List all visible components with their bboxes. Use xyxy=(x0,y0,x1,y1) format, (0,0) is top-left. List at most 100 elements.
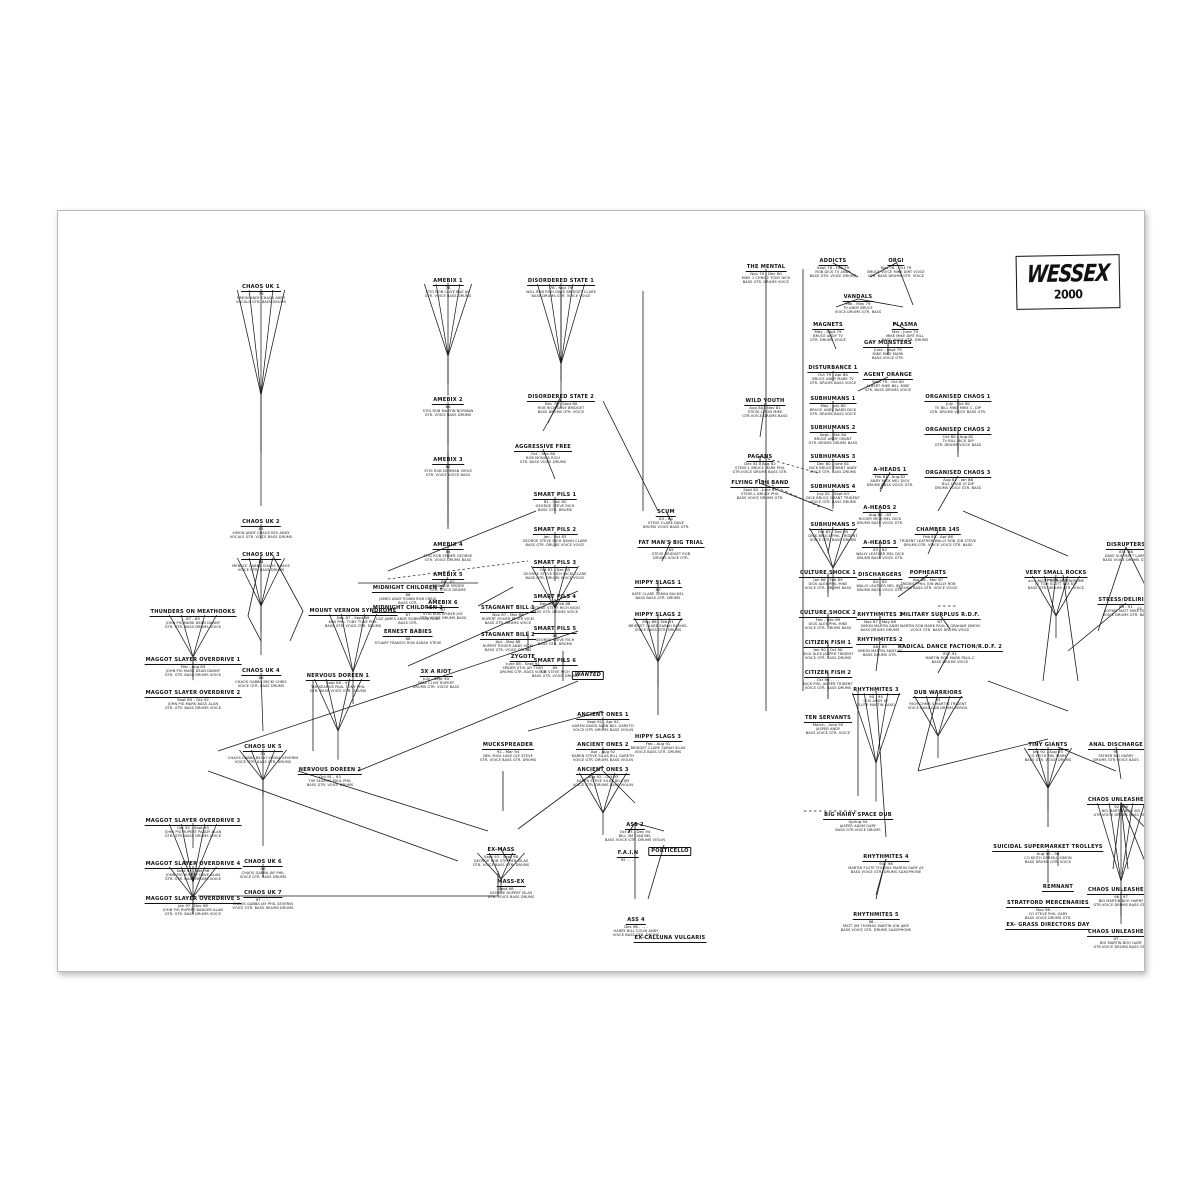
band-members: BRUCE ANDY WARD DICK xyxy=(809,407,857,412)
band-roles: VOICE BASS,DUB DRUMS PERCN. xyxy=(907,705,969,710)
band-members: STEVE-L BRUCE PHIL xyxy=(740,491,780,496)
band-dates: Feb - Dec 89 xyxy=(815,617,841,623)
band-dates: 89 xyxy=(552,665,558,671)
member-fan-line xyxy=(657,617,682,663)
band-dates: 78 xyxy=(445,285,451,291)
band-members: MENACE GABBA CHAOS CHAOS xyxy=(232,563,290,568)
band-roles: BASS VOICE GTR. DRUMS SAXOPHONE xyxy=(850,869,922,874)
band-members: ROB DICK TV ANDY xyxy=(815,269,851,274)
band-dates: Nov 79 - Dec 80 xyxy=(750,271,782,277)
band-dates: 97 . . . . xyxy=(255,897,271,903)
member-fan-line xyxy=(325,678,339,732)
band-members: BRUCE ANDY TV xyxy=(813,333,843,338)
band-dates: Jan 97 - Dec 98 xyxy=(178,903,208,909)
band-name: STAGNANT BILL 2 xyxy=(480,632,536,640)
band-name: DISCHARGERS xyxy=(857,572,903,580)
band-dates: 87 - 89 xyxy=(186,616,200,622)
band-name: ANCIENT ONES 3 xyxy=(576,767,630,775)
band-name: PAGANS xyxy=(746,454,774,462)
band-dates: Sept 78 - Feb 79 xyxy=(817,265,849,271)
band-name: RHYTHMITES 1 xyxy=(856,612,904,620)
band-roles: DRUMS BASS VOICE GTR. xyxy=(856,520,904,525)
member-fan-line xyxy=(260,557,285,607)
band-members: MIKE 1 CHRIS2 TONY DICK xyxy=(741,275,791,280)
member-fan-line xyxy=(937,695,951,737)
member-fan-line xyxy=(435,283,449,357)
band-roles: VOICE BASS GTR. DRUMS xyxy=(612,932,660,937)
band-dates: Feb 86 - 89 xyxy=(1045,577,1067,583)
band-dates: Sept 82 - June 83 xyxy=(743,487,777,493)
band-members: STEVE CLARE DAVE xyxy=(648,520,684,525)
member-fan-line xyxy=(352,613,366,673)
band-name: HIPPY SLAGS 3 xyxy=(633,734,683,742)
band-dates: 94 - 98 xyxy=(879,861,893,867)
band-name: SCUM xyxy=(656,509,676,517)
band-dates: June 88 - Sept 91 xyxy=(506,661,540,667)
band-roles: BASS VOICE DRUMS GTR. xyxy=(736,495,784,500)
band-roles: BASS GTR. DRUMS VOICE xyxy=(742,279,790,284)
band-dates: Sept 89 - Oct 92 xyxy=(177,697,209,703)
member-fan-line xyxy=(237,557,262,607)
band-members: CO KEITH MEL MARK xyxy=(1029,753,1067,758)
band-dates: Dec 87 - Sept 89 xyxy=(336,615,370,621)
band-name: DISRUPTERS xyxy=(1105,542,1144,550)
member-fan-line xyxy=(169,866,194,898)
member-fan-line xyxy=(260,557,274,607)
band-members: TV ANDY BRUCE xyxy=(843,305,873,310)
band-dates: 97 . . . . xyxy=(1113,936,1129,942)
band-members: DICK PHIL JASPER TRIDENT xyxy=(803,681,853,686)
member-fan-line xyxy=(329,613,354,673)
band-roles: VOICE GTR. BASS DRUMS xyxy=(237,683,285,688)
logo-title: WESSEX xyxy=(1025,259,1110,289)
band-members: WILL ROB RICH DAVE BRIDGET CLARE xyxy=(526,289,596,294)
band-roles: BASS DRUMS GTR. VOICE VOICE xyxy=(531,293,591,298)
band-members: KAREN STEVE SILAS BILL JIM xyxy=(576,778,630,783)
band-name: GAY MONSTERS xyxy=(863,340,913,348)
band-name: SUBHUMANS 1 xyxy=(809,396,857,404)
band-name: PORTICELLO xyxy=(648,847,692,857)
band-members: RUPERT ROGER PETER VICKI xyxy=(481,616,535,621)
band-roles: GTR.VOICE DRUMS BASS GTR. xyxy=(1093,902,1144,907)
band-dates: Aug 92 - Oct 93 xyxy=(587,774,619,780)
member-fan-line xyxy=(180,823,194,883)
band-name: MUCKSPREADER xyxy=(481,742,535,750)
member-fan-line xyxy=(169,823,194,883)
band-name: CITIZEN FISH 2 xyxy=(803,670,853,678)
band-roles: BASS GTR. VOICE DRUMS xyxy=(1024,757,1072,762)
band-roles: DRUMS GTR. VOICE BASS xyxy=(412,684,460,689)
band-roles: GTR.VOICE DRUMS BASS GTR. xyxy=(1093,944,1144,949)
band-roles: GTR. GTR. BASS DRUMS VOICE xyxy=(164,624,222,629)
band-node-porticello: PORTICELLO xyxy=(648,837,692,857)
band-dates: May 88 - Feb 91 xyxy=(642,619,674,625)
band-name: MAGGOT SLAYER OVERDRIVE 4 xyxy=(144,861,242,869)
member-fan-line xyxy=(863,692,877,764)
band-roles: GTR. VOICE DRUMS BASS xyxy=(419,615,467,620)
member-fan-line xyxy=(1024,747,1049,789)
member-fan-line xyxy=(560,283,574,365)
band-members: DICK ALEX PHIL MIKE xyxy=(808,581,848,586)
band-name: AMEBIX 5 xyxy=(432,572,464,580)
band-node-remnant: REMNANT xyxy=(1041,873,1075,892)
band-dates: July - Sept 90 xyxy=(423,676,449,682)
band-dates: Nov 87 - May 88 xyxy=(864,619,896,625)
member-fan-line xyxy=(352,613,377,673)
band-dates: 95 . . . . xyxy=(620,857,636,863)
band-name: DUB WARRIORS xyxy=(912,690,964,698)
member-fan-line xyxy=(560,283,585,365)
